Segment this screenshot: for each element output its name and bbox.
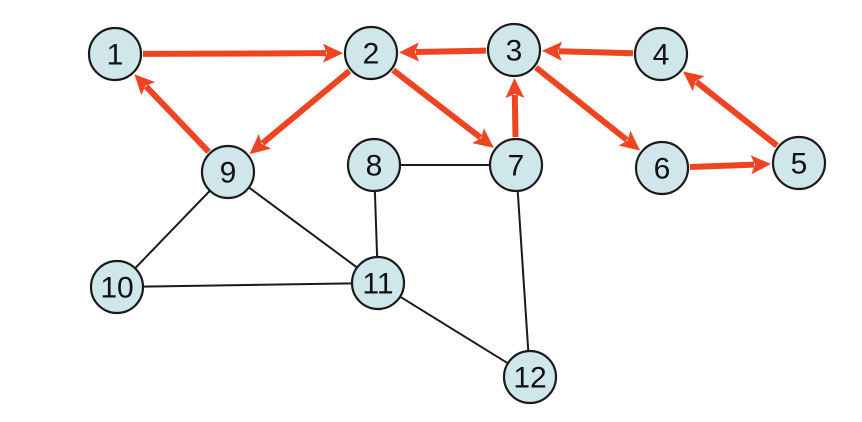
undirected-edge-10-11: [141, 282, 354, 288]
arrowhead-4-to-3: [541, 41, 563, 61]
graph-node-8[interactable]: 8: [346, 137, 402, 193]
graph-node-11[interactable]: 11: [350, 255, 406, 311]
arrowhead-3-to-6: [618, 130, 641, 151]
directed-edge-2-to-7: [391, 67, 483, 140]
directed-edge-3-to-6: [534, 65, 629, 143]
graph-node-12[interactable]: 12: [502, 349, 558, 405]
graph-node-10[interactable]: 10: [89, 259, 145, 315]
undirected-edge-7-12: [516, 189, 530, 353]
node-circle-2[interactable]: [343, 25, 399, 81]
graph-node-2[interactable]: 2: [343, 25, 399, 81]
node-circle-8[interactable]: [346, 137, 402, 193]
node-circle-12[interactable]: [502, 349, 558, 405]
arrowhead-7-to-3: [505, 77, 525, 99]
arrowhead-6-to-5: [750, 155, 772, 175]
directed-edge-2-to-9: [260, 68, 352, 146]
directed-edge-9-to-1: [143, 84, 211, 154]
undirected-edge-9-11: [247, 186, 359, 269]
directed-edge-6-to-5: [689, 161, 755, 170]
undirected-edge-8-11: [373, 189, 379, 259]
node-circle-10[interactable]: [89, 259, 145, 315]
directed-edge-5-to-4: [694, 79, 779, 148]
arrowhead-5-to-4: [682, 71, 705, 92]
node-circle-11[interactable]: [350, 255, 406, 311]
arrowhead-9-to-1: [134, 74, 156, 96]
graph-node-6[interactable]: 6: [634, 140, 690, 196]
undirected-edge-11-12: [399, 295, 509, 365]
graph-node-3[interactable]: 3: [486, 22, 542, 78]
node-circle-6[interactable]: [634, 140, 690, 196]
node-circle-9[interactable]: [200, 144, 256, 200]
graph-node-7[interactable]: 7: [488, 137, 544, 193]
undirected-edge-layer: [134, 164, 530, 365]
directed-edge-layer: [134, 41, 779, 175]
node-circle-4[interactable]: [633, 26, 689, 82]
node-circle-5[interactable]: [771, 135, 827, 191]
directed-edge-3-to-2: [415, 47, 487, 56]
node-circle-7[interactable]: [488, 137, 544, 193]
undirected-edge-9-10: [134, 189, 211, 270]
arrowhead-2-to-7: [472, 128, 494, 148]
node-circle-1[interactable]: [87, 26, 143, 82]
graph-node-4[interactable]: 4: [633, 26, 689, 82]
directed-edge-7-to-3: [511, 94, 519, 138]
directed-edge-4-to-3: [558, 48, 634, 57]
directed-edge-1-to-2: [142, 50, 327, 57]
node-circle-3[interactable]: [486, 22, 542, 78]
arrowhead-2-to-9: [249, 133, 271, 155]
graph-node-9[interactable]: 9: [200, 144, 256, 200]
arrowhead-3-to-2: [398, 42, 420, 62]
arrowhead-1-to-2: [322, 43, 344, 63]
graph-node-5[interactable]: 5: [771, 135, 827, 191]
graph-node-1[interactable]: 1: [87, 26, 143, 82]
